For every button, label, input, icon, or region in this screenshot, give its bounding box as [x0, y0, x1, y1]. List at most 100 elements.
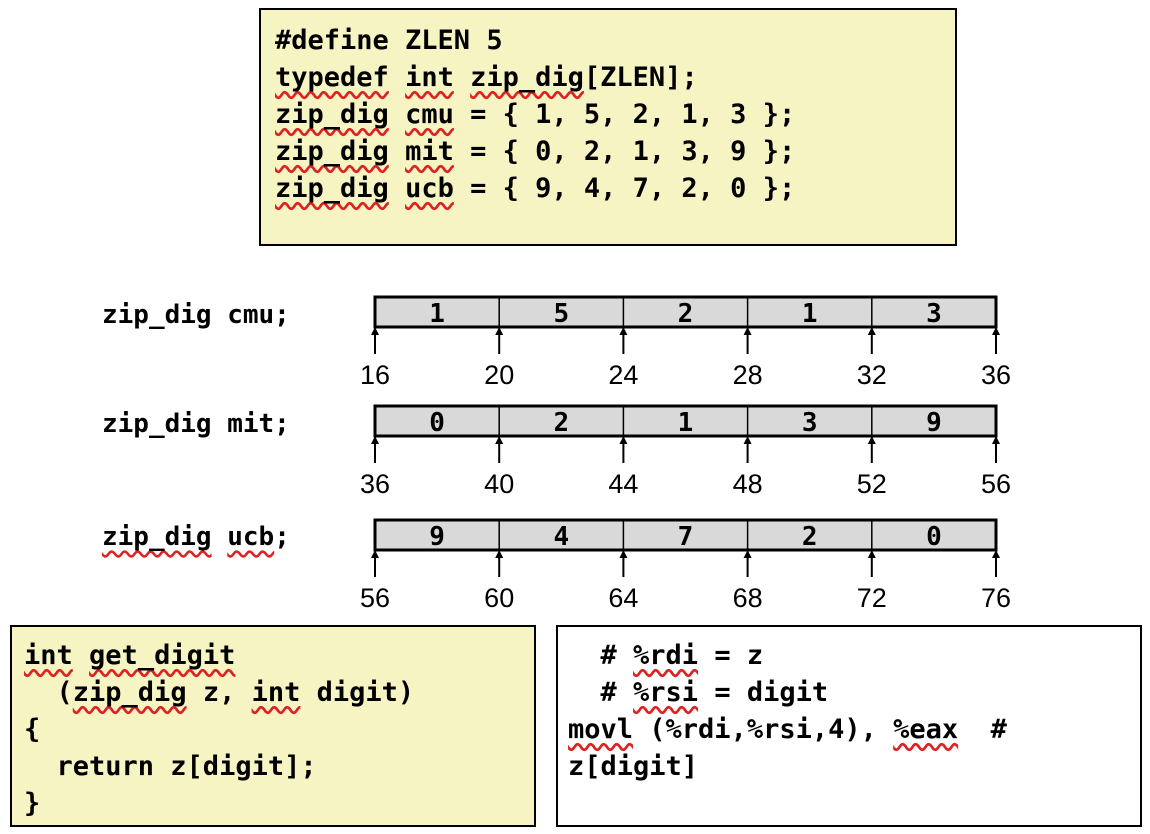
address-arrow-head: [743, 550, 752, 558]
address-label: 44: [608, 469, 638, 499]
address-label: 20: [484, 360, 514, 390]
code-token-int: int: [24, 640, 73, 671]
cell-value: 5: [553, 299, 569, 329]
code-token-typedef: typedef: [275, 62, 389, 93]
definition-code-box: #define ZLEN 5 typedef int zip_dig[ZLEN]…: [259, 8, 957, 246]
asm-token-rest: = digit: [698, 677, 829, 708]
address-arrow-head: [743, 436, 752, 444]
cell-value: 3: [926, 299, 942, 329]
cell-value: 9: [926, 408, 942, 438]
code-token-zip-dig: zip_dig: [275, 173, 389, 204]
code-token-ucb: ucb: [405, 173, 454, 204]
address-label: 36: [981, 360, 1011, 390]
address-arrow-head: [371, 436, 379, 444]
cell-value: 1: [429, 299, 445, 329]
address-label: 48: [733, 469, 763, 499]
asm-token-rdi: %rdi: [633, 640, 699, 671]
address-label: 52: [857, 469, 887, 499]
array-label-token-ucb: ucb: [227, 522, 275, 552]
address-label: 16: [360, 360, 390, 390]
address-arrow-head: [371, 550, 379, 558]
code-token-zip-dig: zip_dig: [470, 62, 584, 93]
address-label: 56: [981, 469, 1011, 499]
cell-value: 2: [553, 408, 569, 438]
code-line-cmu: zip_dig cmu = { 1, 5, 2, 1, 3 };: [275, 96, 955, 133]
cell-value: 3: [802, 408, 818, 438]
cell-value: 1: [802, 299, 818, 329]
array-box: [373, 518, 998, 552]
code-token-int: int: [405, 62, 454, 93]
array-label-mit: zip_dig mit;: [102, 409, 290, 439]
cell-value: 2: [678, 299, 694, 329]
address-label: 60: [484, 583, 514, 613]
assembly-code-box: # %rdi = z # %rsi = digit movl (%rdi,%rs…: [556, 625, 1142, 827]
address-arrow-head: [495, 550, 504, 558]
c-function-code-box: int get_digit (zip_dig z, int digit) { r…: [10, 625, 536, 827]
array-label-token-zip-dig: zip_dig: [102, 522, 212, 552]
code-line-open-brace: {: [24, 714, 41, 745]
code-token-mit: mit: [405, 136, 454, 167]
cell-value: 4: [553, 522, 569, 552]
code-token-zip-dig: zip_dig: [275, 99, 389, 130]
code-line-return: return z[digit];: [24, 751, 317, 782]
address-arrow-head: [992, 327, 1000, 335]
asm-line-comment-z-digit: z[digit]: [568, 751, 699, 782]
cell-value: 2: [802, 522, 818, 552]
asm-token-operands: (%rdi,%rsi,4),: [633, 714, 894, 745]
asm-token-rest: = z: [698, 640, 764, 671]
cell-value: 0: [429, 408, 445, 438]
address-label: 76: [981, 583, 1011, 613]
code-token-rest: z,: [186, 677, 252, 708]
code-line-define: #define ZLEN 5: [275, 25, 503, 56]
code-line-ucb: zip_dig ucb = { 9, 4, 7, 2, 0 };: [275, 170, 955, 207]
code-token-rest: = { 0, 2, 1, 3, 9 };: [453, 136, 796, 167]
code-token-zip-dig: zip_dig: [72, 677, 187, 708]
address-label: 64: [608, 583, 638, 613]
address-arrow-head: [743, 327, 752, 335]
asm-token-comment: #: [568, 677, 634, 708]
address-label: 28: [733, 360, 763, 390]
array-box: [373, 295, 998, 329]
code-line-typedef: typedef int zip_dig[ZLEN];: [275, 59, 955, 96]
code-token-zip-dig: zip_dig: [275, 136, 389, 167]
address-label: 56: [360, 583, 390, 613]
address-arrow-head: [495, 436, 504, 444]
cell-value: 9: [429, 522, 445, 552]
address-label: 72: [857, 583, 887, 613]
address-arrow-head: [867, 436, 876, 444]
code-token-rest: = { 9, 4, 7, 2, 0 };: [453, 173, 796, 204]
array-label-cmu: zip_dig cmu;: [102, 300, 290, 330]
address-label: 40: [484, 469, 514, 499]
address-label: 68: [733, 583, 763, 613]
address-label: 24: [608, 360, 638, 390]
asm-token-eax: %eax: [893, 714, 959, 745]
code-token-int: int: [251, 677, 301, 708]
address-arrow-head: [619, 550, 628, 558]
code-line-close-brace: }: [24, 788, 41, 819]
code-token-get-digit: get_digit: [89, 640, 236, 671]
cell-value: 0: [926, 522, 942, 552]
asm-token-movl: movl: [568, 714, 634, 745]
address-arrow-head: [867, 327, 876, 335]
code-line-mit: zip_dig mit = { 0, 2, 1, 3, 9 };: [275, 133, 955, 170]
address-arrow-head: [867, 550, 876, 558]
cell-value: 1: [678, 408, 694, 438]
code-line-signature: int get_digit: [24, 637, 534, 674]
code-token-rest: digit): [300, 677, 415, 708]
asm-line-rdi-comment: # %rdi = z: [568, 637, 1140, 674]
array-box: [373, 404, 998, 438]
asm-token-comment: #: [568, 640, 634, 671]
code-token-indent: (: [24, 677, 73, 708]
address-label: 36: [360, 469, 390, 499]
code-token-rest: = { 1, 5, 2, 1, 3 };: [453, 99, 796, 130]
asm-line-movl: movl (%rdi,%rsi,4), %eax #: [568, 711, 1140, 748]
address-arrow-head: [992, 550, 1000, 558]
address-arrow-head: [619, 436, 628, 444]
cell-value: 7: [678, 522, 694, 552]
code-token-cmu: cmu: [405, 99, 454, 130]
array-label-ucb: zip_dig ucb;: [102, 522, 290, 552]
address-arrow-head: [619, 327, 628, 335]
address-arrow-head: [371, 327, 379, 335]
address-arrow-head: [992, 436, 1000, 444]
